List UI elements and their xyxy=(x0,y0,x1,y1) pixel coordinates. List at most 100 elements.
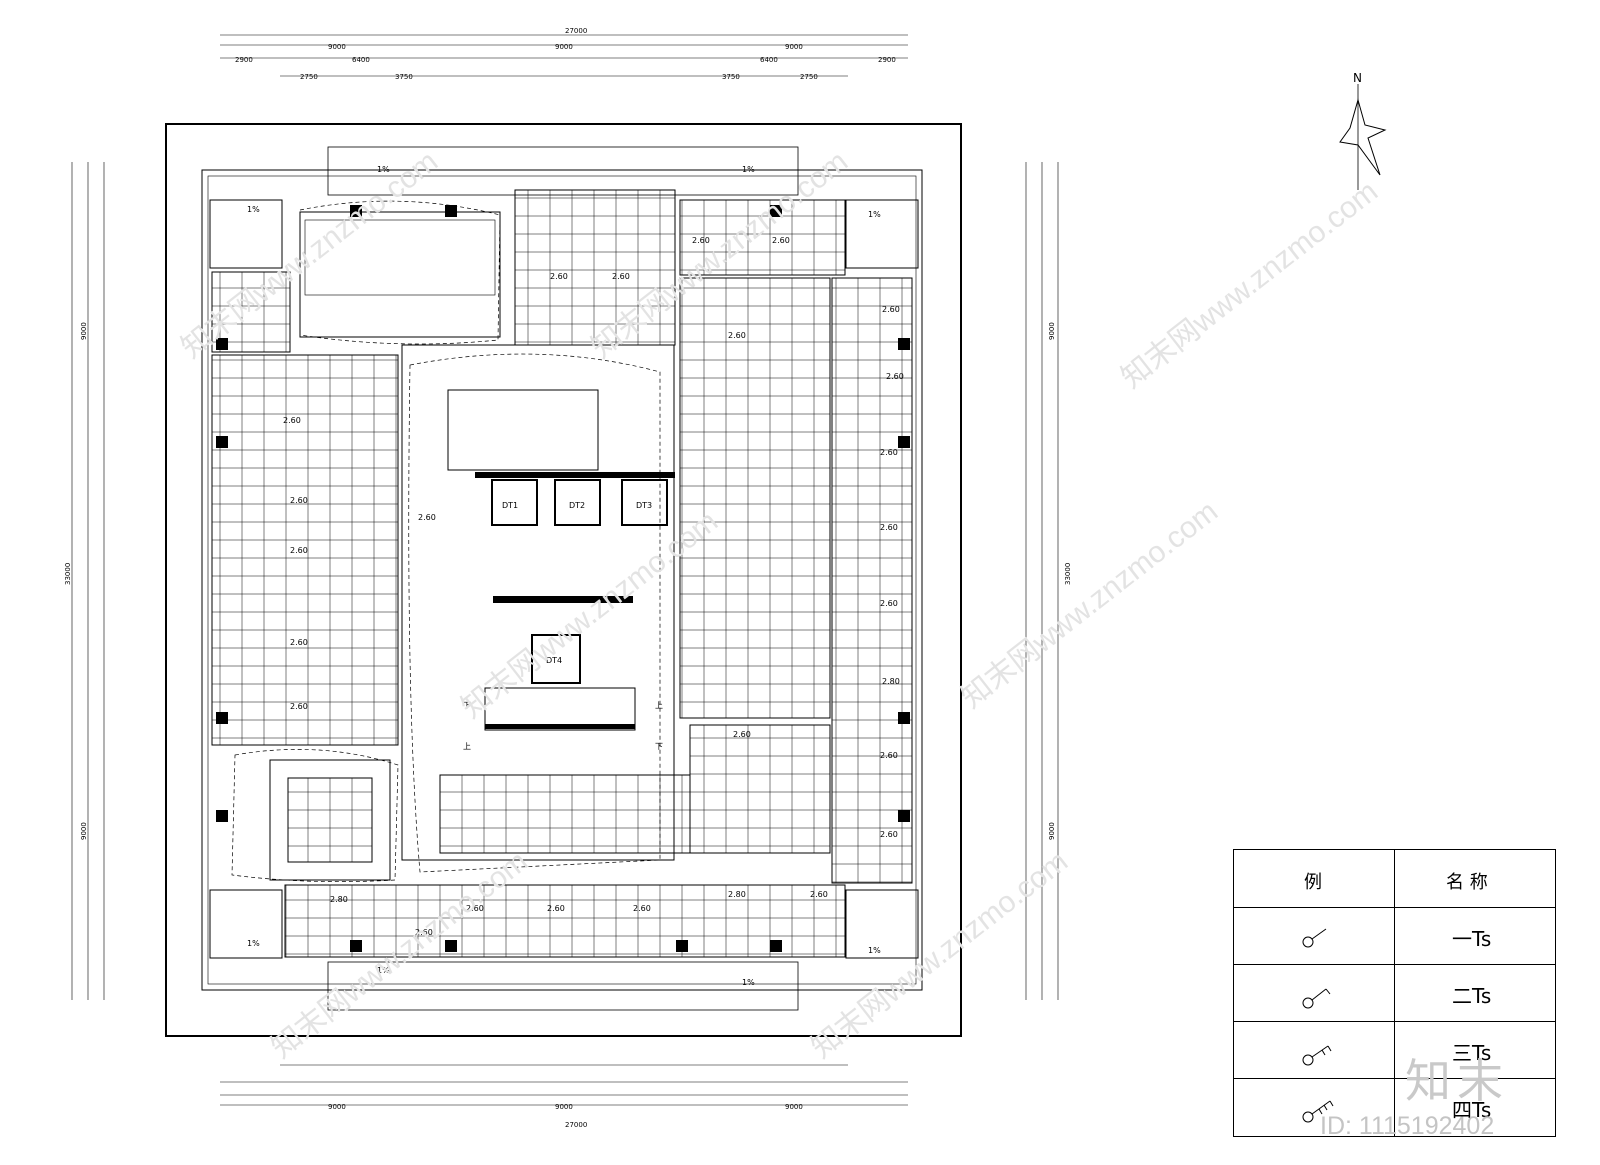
dim-total-height-right: 33000 xyxy=(1064,563,1072,585)
legend-name-2: 二Ts xyxy=(1452,984,1492,1008)
svg-text:9000: 9000 xyxy=(555,1103,573,1111)
elevator-label: DT1 xyxy=(502,501,518,510)
elevator-3 xyxy=(621,479,668,526)
right-strip-grid xyxy=(831,277,913,884)
stair-label-up: 上 xyxy=(655,701,663,710)
svg-text:2.60: 2.60 xyxy=(290,546,308,555)
restrooms xyxy=(447,389,599,471)
dim-total-width-top: 27000 xyxy=(565,27,587,35)
svg-text:9000: 9000 xyxy=(1048,322,1056,340)
svg-text:2.60: 2.60 xyxy=(612,272,630,281)
north-label: N xyxy=(1353,71,1362,85)
svg-text:2.60: 2.60 xyxy=(692,236,710,245)
svg-text:2.60: 2.60 xyxy=(290,496,308,505)
svg-text:2750: 2750 xyxy=(800,73,818,81)
svg-text:2.60: 2.60 xyxy=(290,702,308,711)
legend-table: 例 名 称 一Ts 二Ts 三Ts 四Ts xyxy=(1233,849,1556,1137)
ceiling-height-label: 2.60 xyxy=(283,416,301,425)
svg-text:2.60: 2.60 xyxy=(880,830,898,839)
svg-text:2.80: 2.80 xyxy=(882,677,900,686)
legend-header-symbol: 例 xyxy=(1304,872,1322,893)
top-right-grid xyxy=(679,199,846,276)
svg-text:6400: 6400 xyxy=(352,56,370,64)
elevator-label: DT4 xyxy=(546,656,562,665)
svg-text:1%: 1% xyxy=(742,978,755,987)
elevator-label: DT2 xyxy=(569,501,585,510)
svg-text:2.60: 2.60 xyxy=(772,236,790,245)
svg-text:1%: 1% xyxy=(742,165,755,174)
svg-text:2.80: 2.80 xyxy=(728,890,746,899)
switch-symbol-1-icon xyxy=(1302,928,1327,948)
svg-text:9000: 9000 xyxy=(80,322,88,340)
svg-text:1%: 1% xyxy=(868,210,881,219)
svg-text:9000: 9000 xyxy=(328,1103,346,1111)
elevator-1 xyxy=(491,479,538,526)
svg-text:2.60: 2.60 xyxy=(466,904,484,913)
svg-text:2.60: 2.60 xyxy=(880,599,898,608)
stair xyxy=(484,687,636,731)
svg-text:下: 下 xyxy=(655,742,663,751)
svg-text:2.60: 2.60 xyxy=(882,305,900,314)
svg-text:2.60: 2.60 xyxy=(415,928,433,937)
svg-text:1%: 1% xyxy=(247,939,260,948)
svg-text:2.60: 2.60 xyxy=(880,751,898,760)
meeting-room xyxy=(299,211,501,338)
lower-right-grid xyxy=(689,724,831,854)
building-outline xyxy=(201,169,923,991)
svg-text:2.60: 2.60 xyxy=(290,638,308,647)
square-room xyxy=(269,759,391,881)
stair-label-down: 下 xyxy=(463,701,471,710)
svg-text:2.60: 2.60 xyxy=(810,890,828,899)
svg-text:9000: 9000 xyxy=(555,43,573,51)
svg-text:1%: 1% xyxy=(377,966,390,975)
svg-text:2.60: 2.60 xyxy=(633,904,651,913)
elevator-label: DT3 xyxy=(636,501,652,510)
svg-text:2.60: 2.60 xyxy=(880,448,898,457)
core xyxy=(401,344,675,861)
svg-text:2.60: 2.60 xyxy=(418,513,436,522)
svg-text:2.80: 2.80 xyxy=(330,895,348,904)
svg-text:9000: 9000 xyxy=(785,43,803,51)
outer-frame xyxy=(165,123,962,1037)
lower-center-grid xyxy=(439,774,691,854)
dim-total-width-bottom: 27000 xyxy=(565,1121,587,1129)
switch-symbol-2-icon xyxy=(1302,988,1331,1009)
svg-text:2.60: 2.60 xyxy=(550,272,568,281)
svg-text:2750: 2750 xyxy=(300,73,318,81)
legend-header-name: 名 称 xyxy=(1446,872,1488,893)
top-center-grid xyxy=(514,189,676,346)
svg-text:3750: 3750 xyxy=(395,73,413,81)
svg-text:9000: 9000 xyxy=(785,1103,803,1111)
svg-text:2900: 2900 xyxy=(878,56,896,64)
svg-text:9000: 9000 xyxy=(328,43,346,51)
elevator-4 xyxy=(531,634,581,684)
watermark-id: ID: 1115192402 xyxy=(1320,1112,1495,1140)
legend-name-4: 四Ts xyxy=(1452,1098,1492,1122)
svg-text:9000: 9000 xyxy=(1048,822,1056,840)
switch-symbol-4-icon xyxy=(1302,1100,1334,1123)
watermark-logo: 知末 xyxy=(1405,1054,1509,1108)
elevator-2 xyxy=(554,479,601,526)
right-office-grid xyxy=(679,277,831,719)
svg-text:2.60: 2.60 xyxy=(880,523,898,532)
svg-text:上: 上 xyxy=(463,742,471,751)
svg-text:1%: 1% xyxy=(247,205,260,214)
svg-text:6400: 6400 xyxy=(760,56,778,64)
svg-text:3750: 3750 xyxy=(722,73,740,81)
slope-label: 1% xyxy=(377,165,390,174)
legend-name-3: 三Ts xyxy=(1452,1041,1492,1065)
svg-text:2.60: 2.60 xyxy=(547,904,565,913)
legend-name-1: 一Ts xyxy=(1452,927,1492,951)
north-arrow: N xyxy=(1330,70,1410,200)
svg-text:1%: 1% xyxy=(868,946,881,955)
left-office-grid xyxy=(211,354,399,746)
dim-total-height-left: 33000 xyxy=(64,563,72,585)
svg-text:2900: 2900 xyxy=(235,56,253,64)
switch-symbol-3-icon xyxy=(1302,1045,1332,1066)
svg-text:2.60: 2.60 xyxy=(728,331,746,340)
bottom-grid xyxy=(284,884,846,958)
svg-text:2.60: 2.60 xyxy=(886,372,904,381)
svg-text:9000: 9000 xyxy=(80,822,88,840)
svg-text:2.60: 2.60 xyxy=(733,730,751,739)
